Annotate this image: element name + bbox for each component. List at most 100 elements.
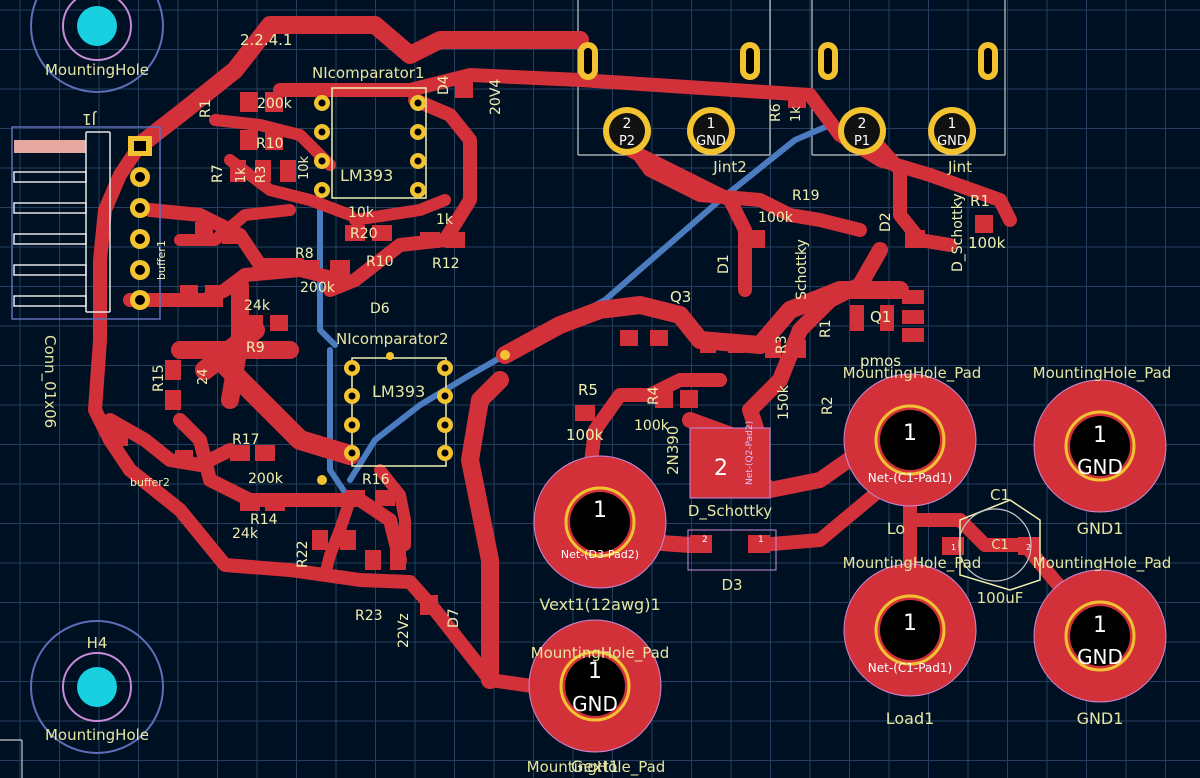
- capacitor-c1[interactable]: C1 C1 100uF 1 2: [951, 486, 1041, 607]
- j1-ref: J1: [82, 110, 97, 128]
- pad-number: 1: [1093, 613, 1107, 638]
- label-r2-val: 150k: [776, 384, 792, 420]
- connector-jint2[interactable]: 2 P2 1 GND Jint2: [603, 107, 747, 176]
- label-r7-val: 1k: [234, 167, 249, 183]
- d3-ref: D3: [721, 576, 742, 594]
- label-r12-val: 1k: [436, 212, 454, 228]
- pin-number: 1: [948, 116, 957, 132]
- label-r19: R19: [792, 188, 820, 204]
- label-top-left: 2.2.4.1: [240, 31, 292, 49]
- label-r17: R17: [232, 432, 260, 448]
- vias: [317, 350, 510, 485]
- label-r4: R4: [646, 386, 662, 405]
- label-r2: R2: [820, 396, 836, 415]
- label-r8-val: 200k: [300, 280, 336, 296]
- drill-hole-icon: [77, 6, 117, 46]
- pin-number: 2: [623, 116, 632, 132]
- label-r9: R9: [246, 340, 265, 356]
- label-r7: R7: [210, 164, 226, 183]
- ic1-ref: NIcomparator1: [312, 64, 425, 82]
- pad-label: Lo: [887, 519, 905, 538]
- pad-net: Net-(D3-Pad2): [561, 548, 639, 561]
- mh-pad-label: MountingHole_Pad: [843, 364, 982, 383]
- pad-number: 1: [903, 611, 917, 636]
- mounting-hole-label: MountingHole: [45, 726, 149, 744]
- mounting-pad-labels: MountingHole_Pad MountingHole_Pad Mounti…: [527, 364, 1172, 777]
- pad-label: GND1: [1077, 519, 1124, 538]
- label-d7-val: 22Vz: [396, 613, 412, 648]
- label-d2-val: D_Schottky: [950, 193, 966, 272]
- connector-j1[interactable]: J1 Conn_01x06: [11, 110, 161, 428]
- pad-net: GND: [1077, 645, 1123, 669]
- diode-d3[interactable]: 2 1 D3 D_Schottky: [687, 502, 777, 594]
- label-r23: R23: [355, 608, 383, 624]
- pad-number: 1: [593, 498, 607, 523]
- pad-label: Gext1: [571, 757, 619, 776]
- c1-pin-b: 2: [1026, 543, 1031, 552]
- pad-gnd1-bottom[interactable]: 1 GND GND1: [1033, 569, 1167, 728]
- label-r3: R3: [254, 166, 269, 183]
- j1-pins: [128, 136, 152, 310]
- label-r3b: R3: [774, 335, 790, 354]
- ic-nicomparator1[interactable]: NIcomparator1 LM393: [312, 64, 427, 199]
- pin-number: 2: [858, 116, 867, 132]
- pad-load-top[interactable]: 1 Net-(C1-Pad1) Lo: [843, 373, 977, 538]
- connector-jint1[interactable]: 2 P1 1 GND Jint: [838, 107, 976, 176]
- label-r18: R1: [970, 192, 990, 210]
- label-r9-val: 24k: [244, 298, 271, 314]
- label-r8: R8: [295, 246, 314, 262]
- c1-ref-fab: C1: [991, 538, 1008, 553]
- silkscreen-labels: 2.2.4.1 R1 200k R10 R7 1k R3 10k 10k R20…: [130, 31, 1006, 648]
- pad-gnd1-top[interactable]: 1 GND GND1: [1033, 379, 1167, 538]
- label-q1-val: pmos: [860, 352, 901, 370]
- mounting-hole-label: MountingHole: [45, 61, 149, 79]
- pad-net: Net-(C1-Pad1): [868, 471, 952, 485]
- q2-value: 2N390: [664, 426, 682, 475]
- label-r15-val: 24: [196, 368, 211, 385]
- label-d7: D7: [446, 608, 462, 628]
- label-r5: R5: [578, 381, 598, 399]
- label-d1: D1: [716, 254, 732, 274]
- pad-vext1[interactable]: 1 Net-(D3-Pad2) Vext1(12awg)1: [533, 455, 667, 614]
- j1-value: Conn_01x06: [40, 335, 59, 428]
- label-r15: R15: [151, 364, 167, 392]
- label-q1: Q1: [870, 308, 891, 326]
- transistor-q2[interactable]: 2 Net-(Q2-Pad2) 2N390: [664, 421, 771, 499]
- mh-pad-label: MountingHole_Pad: [1033, 364, 1172, 383]
- pin-net: P1: [854, 134, 870, 149]
- label-buffer2: buffer2: [130, 476, 170, 489]
- mh-pad-label: MountingHole_Pad: [1033, 554, 1172, 573]
- pad-net: GND: [572, 692, 618, 716]
- pad-number: 1: [1093, 423, 1107, 448]
- label-d1-val: Schottky: [794, 239, 810, 300]
- ic1-value: LM393: [340, 166, 393, 185]
- mounting-hole-top-left[interactable]: MountingHole: [30, 0, 164, 93]
- mh-pad-label: MountingHole_Pad: [843, 554, 982, 573]
- jint2-ref: Jint2: [712, 158, 747, 176]
- label-r16: R16: [362, 472, 390, 488]
- label-r14-val: 24k: [232, 526, 259, 542]
- pad-label: GND1: [1077, 709, 1124, 728]
- connector-slots: [578, 42, 998, 80]
- c1-pin-a: 1: [951, 543, 956, 552]
- ic-nicomparator2[interactable]: NIcomparator2 LM393: [336, 330, 453, 467]
- label-r20: R20: [350, 226, 378, 242]
- label-r12: R12: [432, 256, 460, 272]
- mounting-hole-bottom-left[interactable]: H4 MountingHole: [30, 620, 164, 754]
- smd-pads: [110, 78, 1040, 615]
- label-r1-top: R1: [198, 99, 214, 118]
- q2-pad-number: 2: [714, 456, 728, 481]
- pad-gext1[interactable]: 1 GND Gext1: [528, 619, 662, 776]
- label-r14: R14: [250, 512, 278, 528]
- label-r1: R1: [818, 319, 834, 338]
- ic2-ref: NIcomparator2: [336, 330, 449, 348]
- pin-net: GND: [696, 134, 726, 149]
- mh-pad-label: MountingHole_Pad: [531, 644, 670, 663]
- pad-net: GND: [1077, 455, 1123, 479]
- label-r6: R6: [768, 103, 784, 122]
- label-r10-val: 10k: [297, 155, 312, 180]
- q2-net: Net-(Q2-Pad2): [745, 421, 755, 485]
- pad-load1[interactable]: 1 Net-(C1-Pad1) Load1: [843, 563, 977, 728]
- label-r17-val: 200k: [248, 471, 284, 487]
